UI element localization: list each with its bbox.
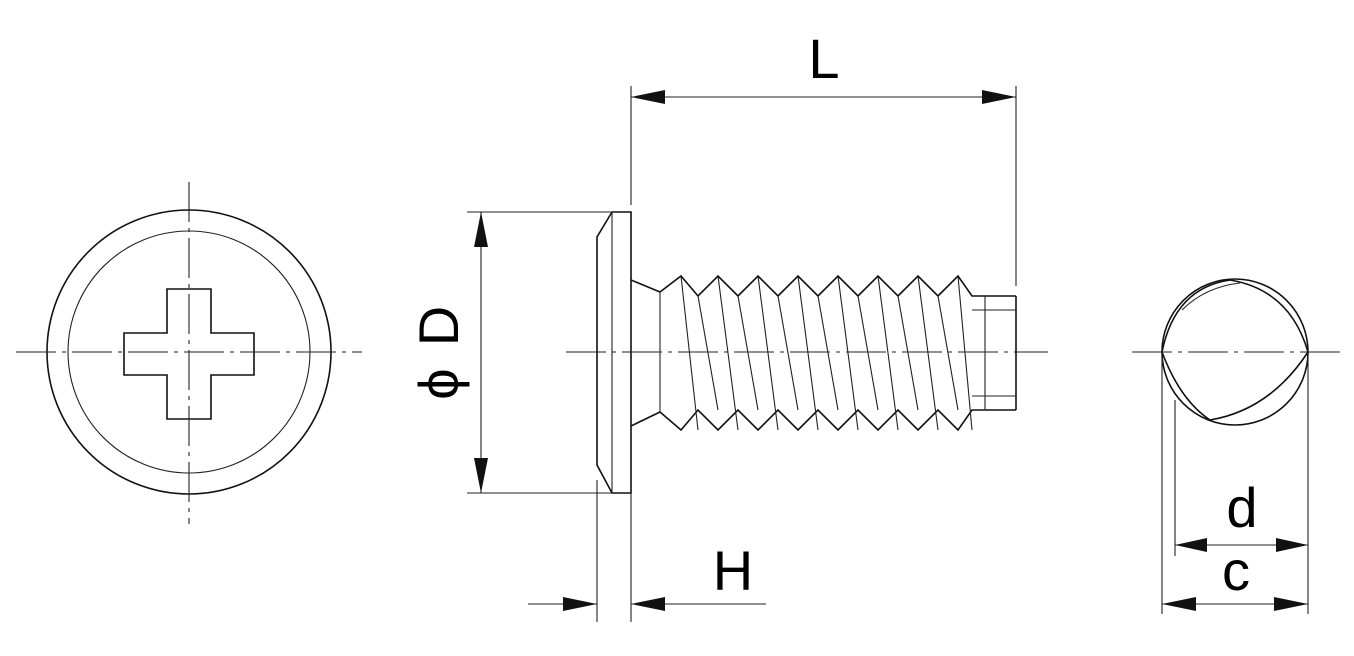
dimension-L: L	[630, 27, 1017, 286]
tip-end-view: d c	[1132, 278, 1340, 614]
arrow-H-right	[631, 597, 665, 611]
arrow-d-left	[1175, 538, 1207, 552]
thread-profile-top	[659, 274, 1016, 298]
arrow-L-right	[982, 90, 1016, 104]
arrow-c-left	[1162, 597, 1196, 611]
label-D: D	[407, 306, 470, 346]
arrow-L-left	[631, 90, 665, 104]
arrow-d-right	[1276, 538, 1308, 552]
thread-helix-lines	[680, 275, 973, 431]
label-phi: ϕ	[407, 368, 470, 399]
label-c: c	[1222, 539, 1250, 602]
phillips-recess	[123, 288, 255, 420]
dimension-H: H	[528, 480, 766, 622]
label-d: d	[1226, 476, 1257, 539]
dimension-D: ϕ D	[407, 211, 612, 494]
label-L: L	[808, 27, 839, 90]
arrow-D-top	[474, 212, 488, 247]
thread-profile-bottom	[659, 408, 1016, 432]
arrow-c-right	[1274, 597, 1308, 611]
label-H: H	[713, 539, 753, 602]
arrow-H-left	[563, 597, 597, 611]
head-top-view	[16, 182, 362, 524]
arrow-D-bottom	[474, 458, 488, 493]
screw-side-view	[566, 211, 1048, 494]
trilobular-profile	[1161, 279, 1309, 421]
under-head-fillet	[630, 279, 661, 427]
